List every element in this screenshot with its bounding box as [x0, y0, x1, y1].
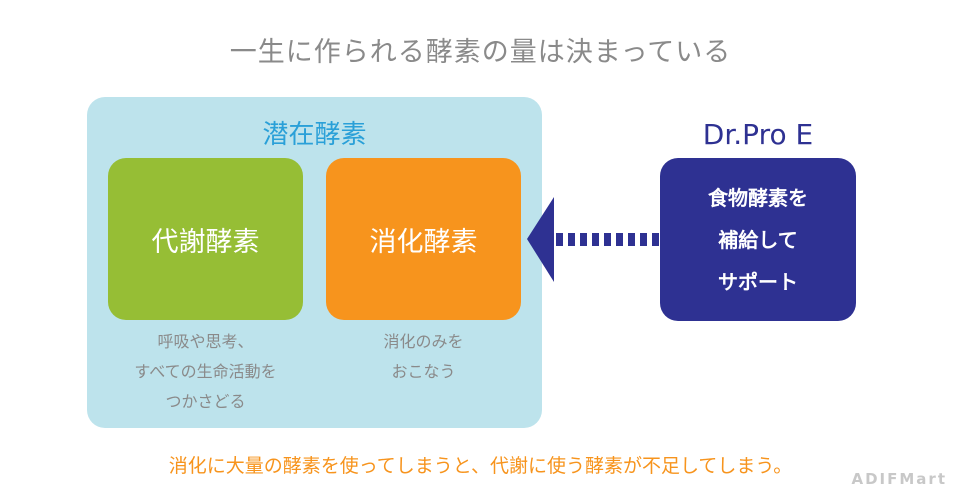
caption-line: つかさどる — [165, 392, 246, 411]
digestive-enzyme-box: 消化酵素 — [326, 158, 521, 320]
product-title: Dr.Pro E — [702, 118, 814, 151]
caption-line: おこなう — [391, 362, 456, 381]
caption-line: 消化のみを — [383, 332, 464, 351]
caption-line: すべての生命活動を — [134, 362, 277, 381]
product-line: 食物酵素を — [708, 185, 808, 210]
product-line: 補給して — [718, 227, 798, 252]
page-title: 一生に作られる酵素の量は決まっている — [229, 37, 732, 68]
dashed-arrow-icon — [527, 197, 659, 282]
metabolic-enzyme-label: 代謝酵素 — [151, 226, 260, 258]
product-line: サポート — [718, 269, 798, 294]
digestive-enzyme-label: 消化酵素 — [369, 226, 478, 258]
metabolic-caption: 呼吸や思考、 すべての生命活動を つかさどる — [108, 327, 303, 417]
metabolic-enzyme-box: 代謝酵素 — [108, 158, 303, 320]
digestive-caption: 消化のみを おこなう — [326, 327, 521, 387]
caption-line: 呼吸や思考、 — [157, 332, 254, 351]
watermark-logo: ADIFMart — [851, 470, 947, 488]
product-box: 食物酵素を 補給して サポート — [660, 158, 856, 321]
conclusion-text: 消化に大量の酵素を使ってしまうと、代謝に使う酵素が不足してしまう。 — [168, 455, 793, 477]
latent-enzyme-title: 潜在酵素 — [262, 120, 367, 150]
